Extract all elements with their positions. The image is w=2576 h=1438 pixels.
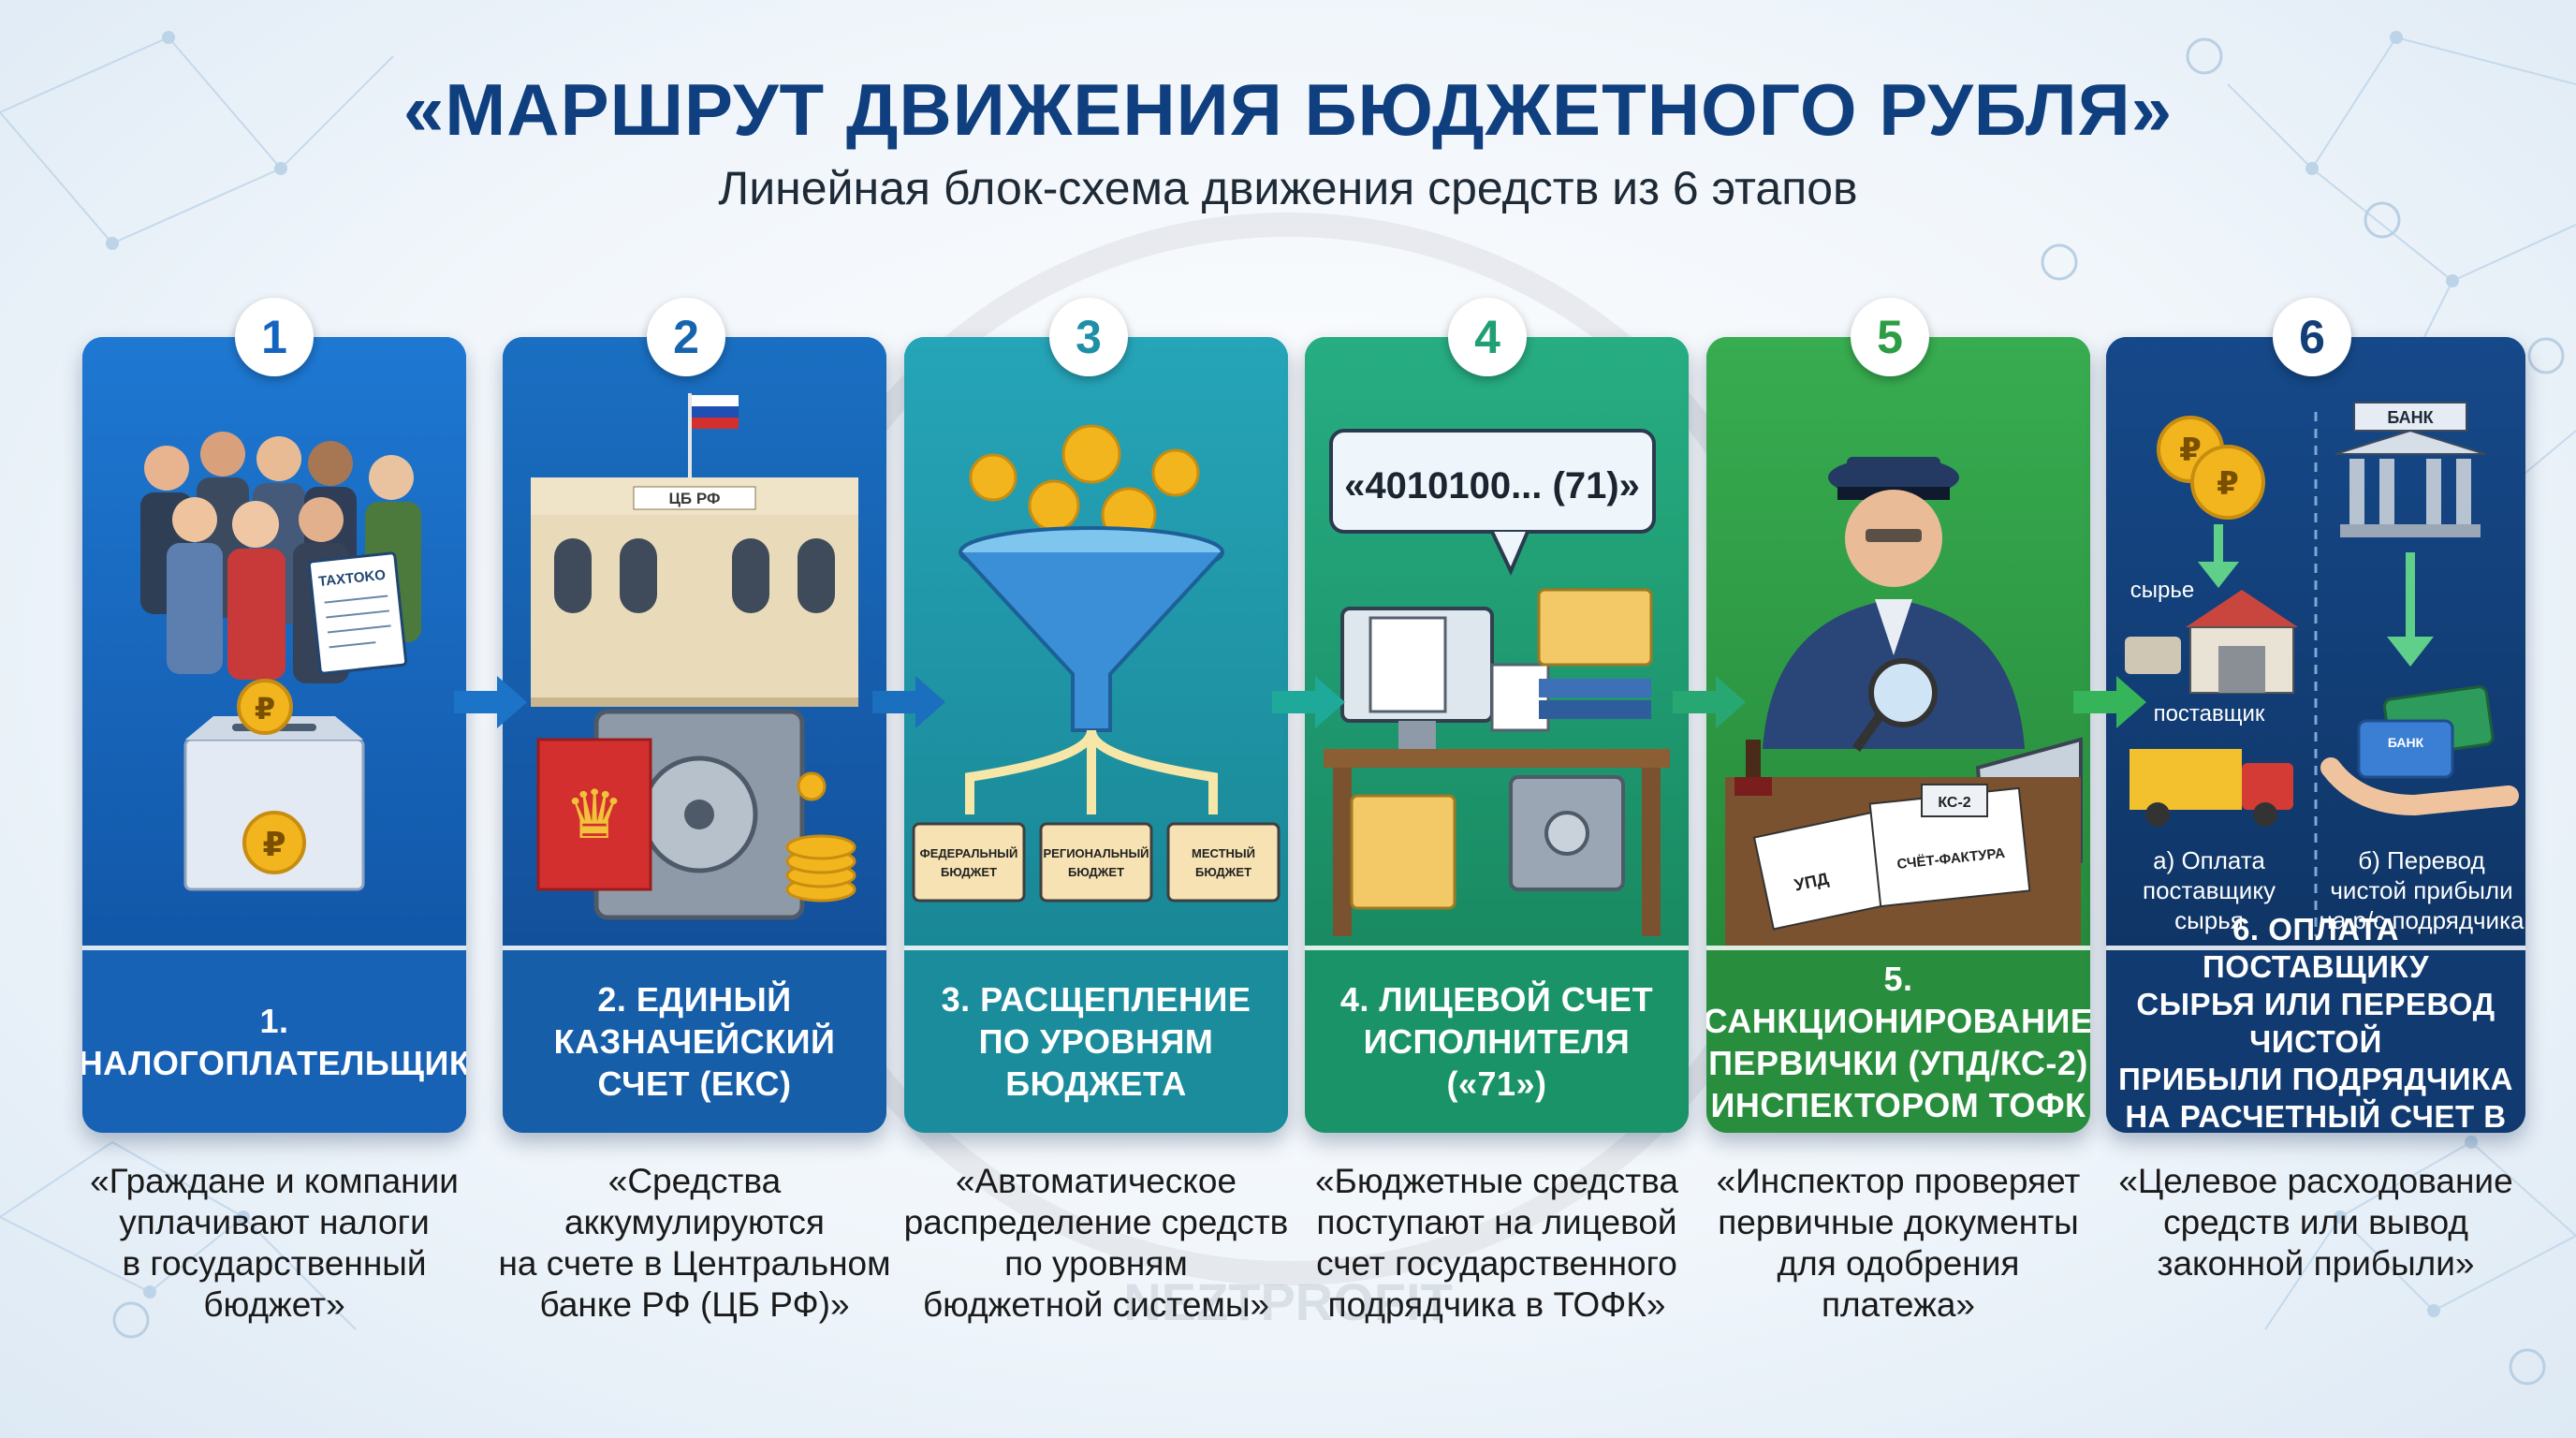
folder-regional-line2: БЮДЖЕТ: [1068, 865, 1124, 879]
svg-text:NEZTPROFIT: NEZTPROFIT: [1123, 1272, 1453, 1331]
budget-split-illustration: ФЕДЕРАЛЬНЫЙ БЮДЖЕТ РЕГИОНАЛЬНЫЙ БЮДЖЕТ М…: [904, 337, 1288, 946]
card-bank-label: БАНК: [2388, 735, 2424, 750]
svg-text:♛: ♛: [564, 775, 625, 854]
option-a-line1: а) Оплата: [2153, 846, 2265, 874]
option-b-line2: чистой прибыли: [2330, 876, 2512, 904]
stage-3-card: ФЕДЕРАЛЬНЫЙ БЮДЖЕТ РЕГИОНАЛЬНЫЙ БЮДЖЕТ М…: [904, 337, 1288, 1133]
account-code-text: «4010100... (71)»: [1344, 465, 1640, 506]
account-code-bubble: «4010100... (71)»: [1329, 429, 1656, 576]
binders-icon: [1539, 679, 1651, 719]
card-payment-icon: БАНК: [2320, 685, 2519, 816]
stage-4-number-badge: 4: [1448, 298, 1527, 376]
page-subtitle: Линейная блок-схема движения средств из …: [718, 162, 1858, 214]
doc-ks-label: КС-2: [1938, 795, 1970, 811]
flow-arrow-2-3: [872, 676, 945, 728]
down-arrow-icon: [2387, 552, 2434, 667]
stage-5-card: УПД СЧЁТ-ФАКТУРА КС-2 5. САНКЦИОНИРОВАНИ…: [1706, 337, 2090, 1133]
bank-building-icon: ЦБ РФ: [531, 477, 858, 707]
stage-2-number-badge: 2: [647, 298, 725, 376]
folder-local-line1: МЕСТНЫЙ: [1192, 846, 1255, 860]
svg-text:₽: ₽: [2179, 432, 2202, 469]
folder-regional-line1: РЕГИОНАЛЬНЫЙ: [1043, 846, 1149, 860]
stage-1-label: 1. НАЛОГОПЛАТЕЛЬЩИК: [82, 946, 466, 1133]
tax-form-icon: TAXTOKO: [307, 551, 408, 675]
russian-flag-icon: [688, 393, 739, 477]
folder-local-line2: БЮДЖЕТ: [1195, 865, 1251, 879]
truck-icon: [2130, 749, 2293, 827]
budget-folders: ФЕДЕРАЛЬНЫЙ БЮДЖЕТ РЕГИОНАЛЬНЫЙ БЮДЖЕТ М…: [912, 822, 1281, 902]
stage-3-number-badge: 3: [1049, 298, 1128, 376]
inspector-illustration: УПД СЧЁТ-ФАКТУРА КС-2: [1706, 337, 2090, 946]
coin-icon: ₽: [237, 679, 293, 735]
flow-arrow-1-2: [454, 676, 527, 728]
inspection-documents: УПД СЧЁТ-ФАКТУРА КС-2: [1725, 777, 2081, 946]
stage-6-card: ₽ ₽ сырье поставщик БАНК БАНК: [2106, 337, 2525, 1133]
personal-account-illustration: «4010100... (71)»: [1305, 337, 1689, 946]
option-a-line3: сырья: [2174, 906, 2244, 934]
supplier-label: поставщик: [2154, 701, 2265, 726]
coat-of-arms-icon: ♛: [536, 738, 652, 891]
warehouse-icon: [2125, 590, 2298, 694]
stage-1-card: TAXTOKO ₽ ₽ 1. НАЛОГОПЛАТЕЛЬЩИК: [82, 337, 466, 1133]
bank-sign-label: БАНК: [2387, 408, 2434, 427]
taxpayers-illustration: TAXTOKO ₽ ₽: [82, 337, 466, 946]
folder-icon: [1537, 588, 1653, 667]
stage-1-number-badge: 1: [235, 298, 314, 376]
flow-arrow-5-6: [2073, 676, 2146, 728]
stamp-icon: [1734, 740, 1772, 796]
folder-federal-line1: ФЕДЕРАЛЬНЫЙ: [920, 846, 1018, 860]
magnifier-icon: [1852, 658, 1938, 752]
flow-arrow-3-4: [1272, 676, 1345, 728]
raw-material-label: сырье: [2130, 578, 2194, 603]
option-a-line2: поставщику: [2143, 876, 2276, 904]
watermark-logo: NEZTPROFIT: [1123, 1272, 1453, 1331]
page-title: «МАРШРУТ ДВИЖЕНИЯ БЮДЖЕТНОГО РУБЛЯ»: [402, 68, 2174, 151]
stage-5-number-badge: 5: [1851, 298, 1929, 376]
bank-building-icon: БАНК: [2334, 402, 2486, 537]
folder-federal-line2: БЮДЖЕТ: [941, 865, 997, 879]
option-b-line3: на р/с подрядчика: [2320, 906, 2525, 934]
option-b-line1: б) Перевод: [2358, 846, 2484, 874]
svg-text:₽: ₽: [262, 826, 285, 864]
bank-sign-label: ЦБ РФ: [669, 490, 721, 507]
svg-text:₽: ₽: [2217, 465, 2239, 503]
stage-6-number-badge: 6: [2273, 298, 2351, 376]
coins-stack-icon: [785, 771, 856, 902]
svg-text:₽: ₽: [255, 691, 275, 726]
split-arrows-icon: [965, 729, 1218, 814]
down-arrow-icon: [2198, 524, 2239, 588]
payment-illustration: ₽ ₽ сырье поставщик БАНК БАНК: [2106, 337, 2525, 946]
ballot-box-icon: ₽: [183, 716, 365, 891]
coins-icon: [2157, 416, 2265, 520]
central-bank-illustration: ЦБ РФ ♛: [503, 337, 886, 946]
desk-icon: [1324, 749, 1670, 936]
flow-arrow-4-5: [1673, 676, 1746, 728]
